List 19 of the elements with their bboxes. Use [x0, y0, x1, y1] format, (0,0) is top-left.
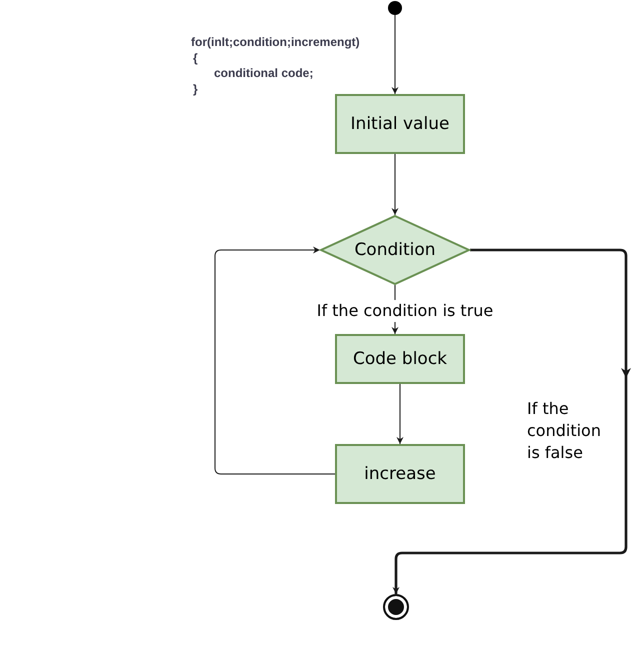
arrow [392, 154, 398, 216]
arrow [214, 246, 336, 474]
node-label: Condition [354, 240, 436, 260]
arrow [396, 384, 404, 444]
end-node [383, 594, 409, 620]
process-box [335, 444, 465, 504]
start-node [388, 1, 402, 15]
edge-label: If the condition is false [527, 398, 602, 464]
node-label: increase [364, 464, 436, 484]
code-line: for(inlt;condition;incremengt) [191, 35, 360, 49]
arrow [392, 248, 631, 594]
code-line: } [193, 82, 198, 96]
arrow [392, 14, 398, 94]
node-label: Initial value [350, 114, 450, 134]
node-label: Code block [352, 349, 448, 369]
process-box [335, 334, 465, 384]
code-line: { [193, 51, 198, 65]
process-box [335, 94, 465, 154]
code-line: conditional code; [214, 66, 314, 80]
